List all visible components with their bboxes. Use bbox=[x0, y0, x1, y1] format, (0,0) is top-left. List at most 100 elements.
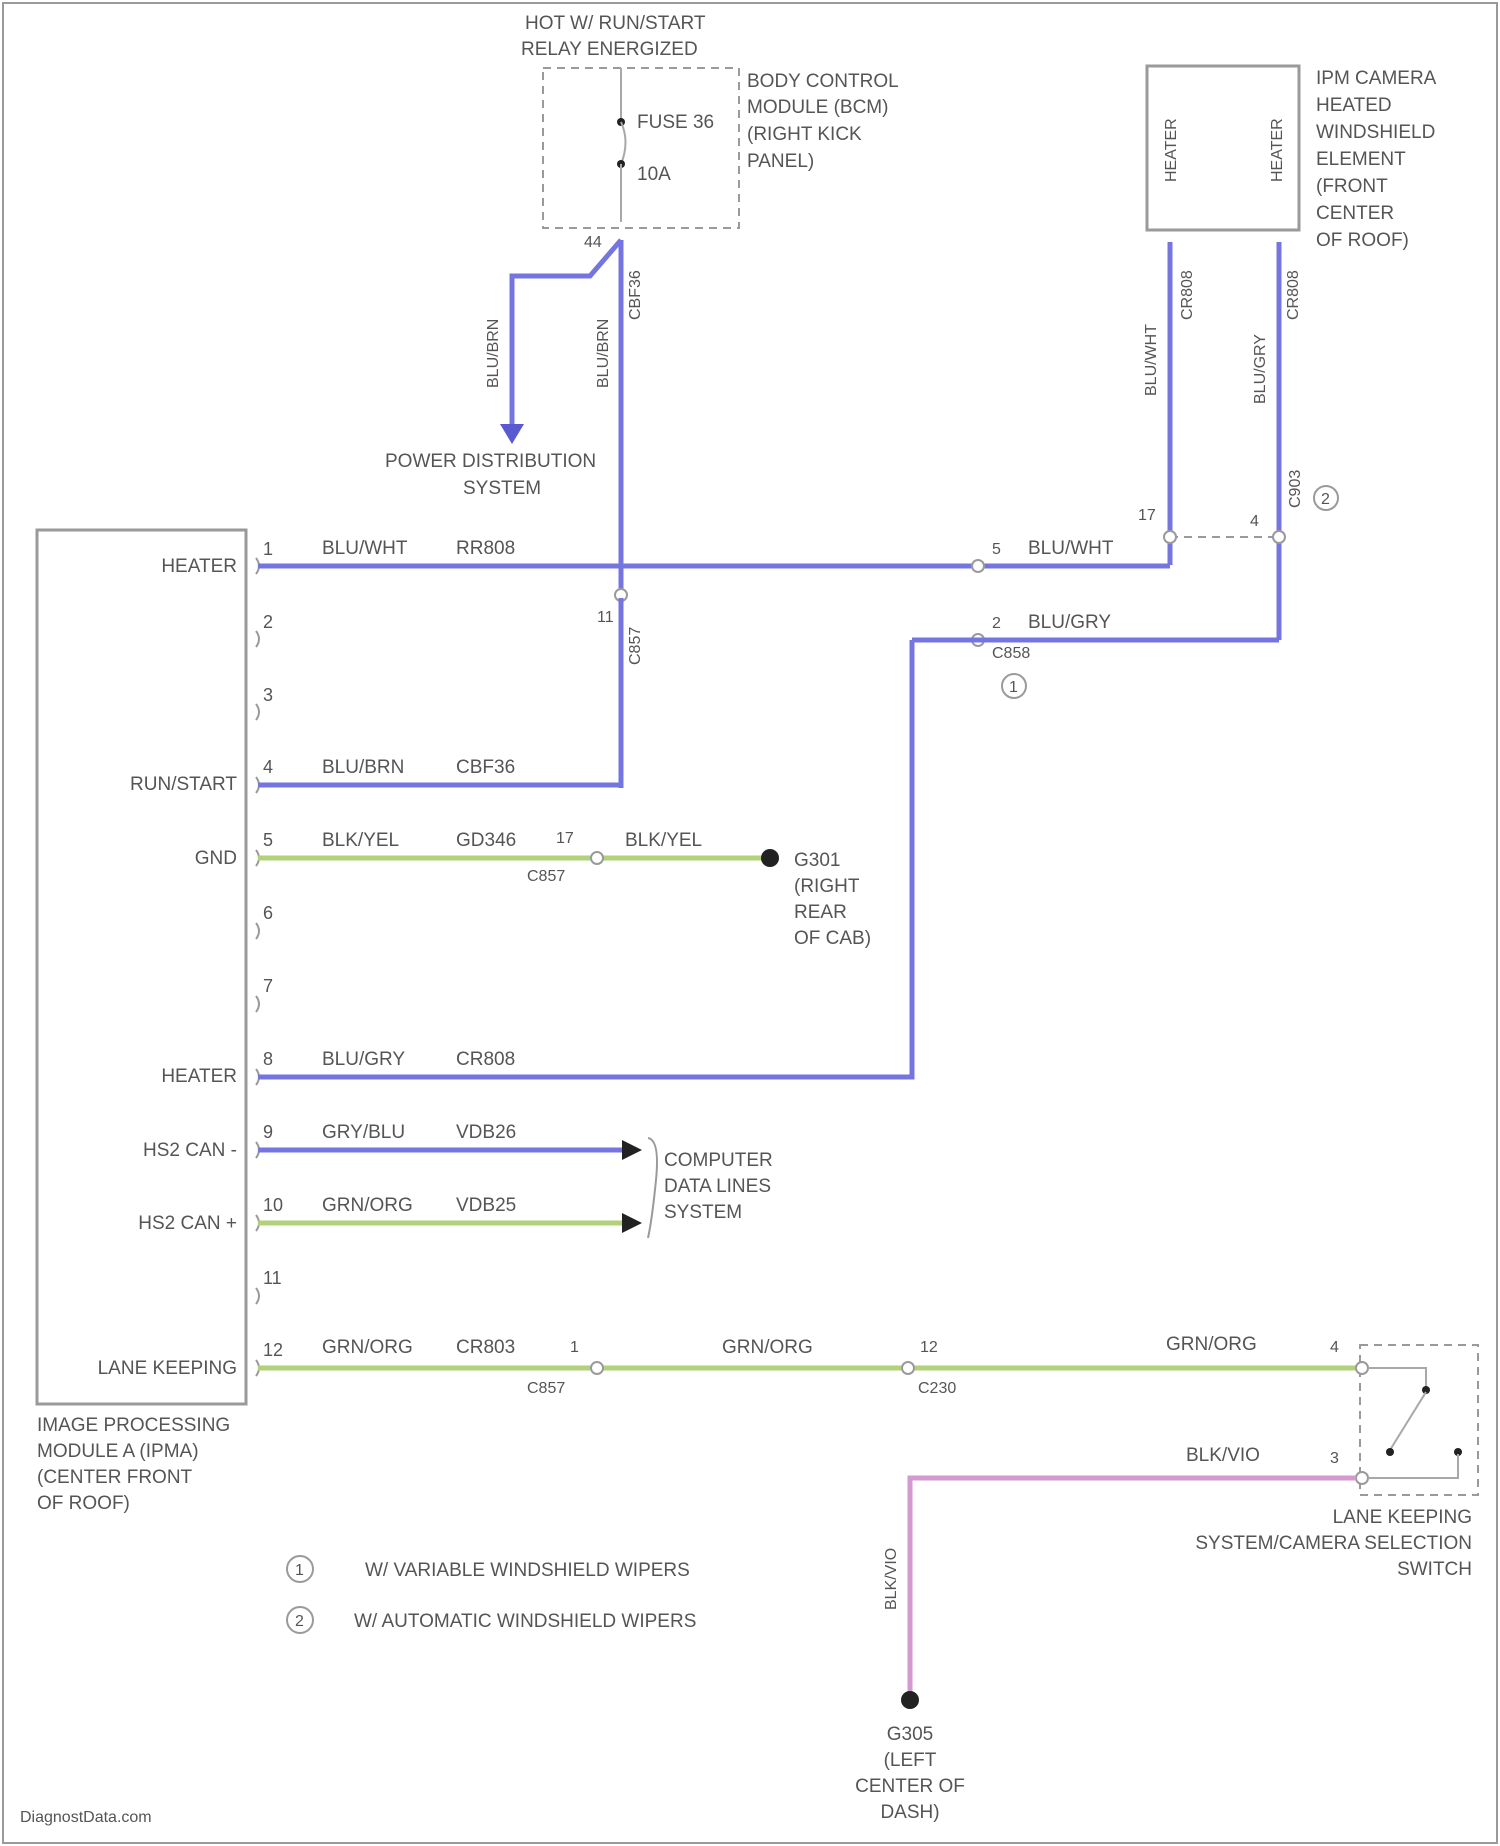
camera-wire-right: BLU/GRY bbox=[1252, 334, 1269, 404]
switch-lead-top bbox=[1368, 1368, 1426, 1388]
bcm-label-1: BODY CONTROL bbox=[747, 71, 899, 92]
switch-pin-top: 4 bbox=[1330, 1339, 1339, 1356]
pin-10-wire: GRN/ORG bbox=[322, 1195, 413, 1216]
camera-connector: C903 bbox=[1287, 470, 1304, 508]
switch-conn-bottom bbox=[1356, 1472, 1368, 1484]
g301-label-1: G301 bbox=[794, 850, 840, 871]
camera-pin-left: 17 bbox=[1138, 507, 1156, 524]
camera-heater-left: HEATER bbox=[1163, 118, 1180, 182]
legend-symbol-1-text: 1 bbox=[295, 1562, 304, 1579]
fuse-label: FUSE 36 bbox=[637, 112, 714, 133]
camera-label-5: (FRONT bbox=[1316, 176, 1388, 197]
bcm-box bbox=[543, 68, 739, 228]
switch-conn-top bbox=[1356, 1362, 1368, 1374]
camera-conn-right bbox=[1273, 531, 1285, 543]
g305-wire-vertical: BLK/VIO bbox=[883, 1548, 900, 1610]
option-symbol-1-c858-text: 1 bbox=[1009, 679, 1018, 696]
pin-4-wire: BLU/BRN bbox=[322, 757, 404, 778]
g301-conn-label: C857 bbox=[527, 868, 565, 885]
bcm-label-3: (RIGHT KICK bbox=[747, 124, 862, 145]
camera-pin-right: 4 bbox=[1250, 513, 1259, 530]
camera-heater-right: HEATER bbox=[1269, 118, 1286, 182]
pin-9-wire: GRY/BLU bbox=[322, 1122, 405, 1143]
lane-switch-label-2: SYSTEM/CAMERA SELECTION bbox=[1195, 1533, 1472, 1554]
g301-conn-pin: 17 bbox=[556, 830, 574, 847]
lane-mid-wire: GRN/ORG bbox=[722, 1337, 813, 1358]
relay-title-2: RELAY ENERGIZED bbox=[521, 39, 698, 60]
stub-pin-2 bbox=[256, 631, 259, 647]
switch-blade bbox=[1390, 1392, 1426, 1450]
pin-10-name: HS2 CAN + bbox=[138, 1213, 237, 1234]
lane-switch-label-1: LANE KEEPING bbox=[1333, 1507, 1472, 1528]
lane-conn-1-pin: 1 bbox=[570, 1339, 579, 1356]
c858-upper bbox=[972, 560, 984, 572]
g301-connector bbox=[591, 852, 603, 864]
lane-conn-2 bbox=[902, 1362, 914, 1374]
pin-12-circuit: CR803 bbox=[456, 1337, 515, 1358]
camera-label-2: HEATED bbox=[1316, 95, 1392, 116]
g305-label-2: (LEFT bbox=[884, 1750, 937, 1771]
relay-title-1: HOT W/ RUN/START bbox=[525, 13, 706, 34]
pin-5-wire: BLK/YEL bbox=[322, 830, 399, 851]
g301-wire: BLK/YEL bbox=[625, 830, 702, 851]
stub-pin-11 bbox=[256, 1288, 259, 1304]
pin-9-number: 9 bbox=[263, 1122, 273, 1142]
option-symbol-2-camera-text: 2 bbox=[1321, 491, 1330, 508]
bcm-label-2: MODULE (BCM) bbox=[747, 97, 888, 118]
pin-10-number: 10 bbox=[263, 1195, 283, 1215]
camera-circuit-right: CR808 bbox=[1285, 270, 1302, 320]
pin-2-number: 2 bbox=[263, 612, 273, 632]
legend-text-2: W/ AUTOMATIC WINDSHIELD WIPERS bbox=[354, 1611, 696, 1632]
ipma-label-4: OF ROOF) bbox=[37, 1493, 130, 1514]
lane-conn-2-label: C230 bbox=[918, 1380, 956, 1397]
pin4-conn-pin: 11 bbox=[597, 609, 614, 626]
data-lines-bracket bbox=[648, 1138, 657, 1238]
g301-label-4: OF CAB) bbox=[794, 928, 871, 949]
ipma-label-1: IMAGE PROCESSING bbox=[37, 1415, 230, 1436]
pin4-conn-label: C857 bbox=[627, 627, 644, 665]
pin-1-number: 1 bbox=[263, 539, 273, 559]
g305-label-1: G305 bbox=[887, 1724, 933, 1745]
c858-wire-upper: BLU/WHT bbox=[1028, 538, 1114, 559]
camera-label-3: WINDSHIELD bbox=[1316, 122, 1435, 143]
pin-9-circuit: VDB26 bbox=[456, 1122, 516, 1143]
c858-pin-lower: 2 bbox=[992, 615, 1001, 632]
camera-label-4: ELEMENT bbox=[1316, 149, 1406, 170]
camera-conn-left bbox=[1164, 531, 1176, 543]
circuit-label-runstart-top: CBF36 bbox=[627, 270, 644, 320]
stub-pin-6 bbox=[256, 923, 259, 939]
pin-3-number: 3 bbox=[263, 685, 273, 705]
wire-label-power-dist: BLU/BRN bbox=[485, 319, 502, 388]
stub-pin-7 bbox=[256, 996, 259, 1012]
legend-text-1: W/ VARIABLE WINDSHIELD WIPERS bbox=[365, 1560, 690, 1581]
g305-wire-horizontal: BLK/VIO bbox=[1186, 1445, 1260, 1466]
wire-g305 bbox=[910, 1478, 1356, 1700]
pin-12-wire: GRN/ORG bbox=[322, 1337, 413, 1358]
pin-5-circuit: GD346 bbox=[456, 830, 516, 851]
data-lines-label-1: COMPUTER bbox=[664, 1150, 773, 1171]
power-dist-label-2: SYSTEM bbox=[463, 478, 541, 499]
pin-5-name: GND bbox=[195, 848, 237, 869]
g305-ground-dot bbox=[901, 1691, 919, 1709]
c858-label: C858 bbox=[992, 645, 1030, 662]
pin-8-number: 8 bbox=[263, 1049, 273, 1069]
wire-pin-4 bbox=[258, 598, 621, 785]
switch-lead-bottom bbox=[1368, 1454, 1458, 1478]
camera-wire-left: BLU/WHT bbox=[1143, 324, 1160, 396]
pin-12-name: LANE KEEPING bbox=[98, 1358, 237, 1379]
data-lines-label-3: SYSTEM bbox=[664, 1202, 742, 1223]
c858-pin-upper: 5 bbox=[992, 541, 1001, 558]
data-lines-label-2: DATA LINES bbox=[664, 1176, 771, 1197]
power-dist-label-1: POWER DISTRIBUTION bbox=[385, 451, 596, 472]
can-low-arrow bbox=[622, 1140, 642, 1160]
power-dist-arrow bbox=[500, 424, 524, 444]
ipma-label-2: MODULE A (IPMA) bbox=[37, 1441, 199, 1462]
c858-wire-lower: BLU/GRY bbox=[1028, 612, 1111, 633]
fuse-element bbox=[621, 122, 626, 164]
camera-label-6: CENTER bbox=[1316, 203, 1394, 224]
switch-pin-bottom: 3 bbox=[1330, 1450, 1339, 1467]
lane-switch-label-3: SWITCH bbox=[1397, 1559, 1472, 1580]
pin-8-circuit: CR808 bbox=[456, 1049, 515, 1070]
